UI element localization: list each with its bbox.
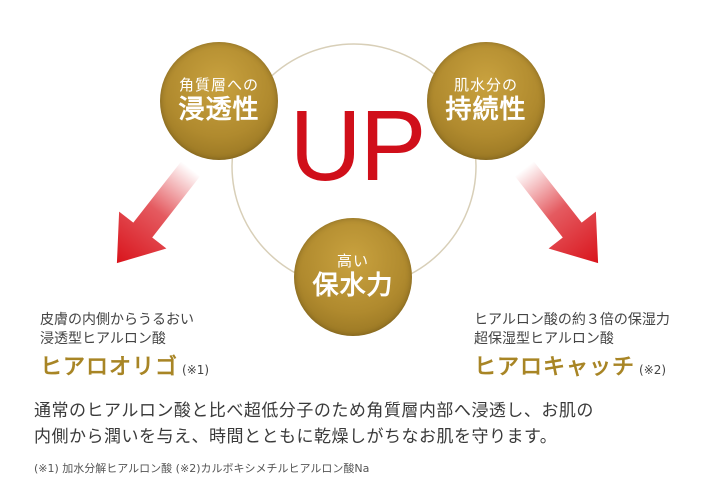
badge-retention-subtitle: 高い <box>336 251 369 270</box>
arrow-down-left-icon <box>116 161 201 264</box>
badge-persistence: 肌水分の 持続性 <box>427 42 545 160</box>
right-description-line2: 超保湿型ヒアルロン酸 <box>474 330 614 347</box>
badge-persistence-subtitle: 肌水分の <box>453 75 518 94</box>
right-description-line1: ヒアルロン酸の約３倍の保湿力 <box>474 312 670 328</box>
body-line2: 内側から潤いを与え、時間とともに乾燥しがちなお肌を守ります。 <box>34 427 558 448</box>
left-description-line2: 浸透型ヒアルロン酸 <box>40 330 166 347</box>
badge-persistence-title: 持続性 <box>445 94 527 125</box>
right-product-note: (※2) <box>639 363 667 377</box>
up-text: UP <box>289 90 427 202</box>
left-product: ヒアロオリゴ(※1) <box>40 349 209 381</box>
right-product: ヒアロキャッチ(※2) <box>474 349 666 381</box>
badge-penetration-title: 浸透性 <box>178 94 260 125</box>
badge-penetration-subtitle: 角質層への <box>178 75 259 94</box>
left-product-name: ヒアロオリゴ <box>40 355 179 380</box>
left-description-line1: 皮膚の内側からうるおい <box>40 312 194 328</box>
badge-retention-title: 保水力 <box>312 270 394 301</box>
left-product-note: (※1) <box>182 363 210 377</box>
right-description: ヒアルロン酸の約３倍の保湿力 超保湿型ヒアルロン酸 <box>474 311 670 349</box>
arrow-down-right-icon <box>514 161 599 264</box>
footnote: (※1) 加水分解ヒアルロン酸 (※2)カルボキシメチルヒアルロン酸Na <box>34 462 370 475</box>
body-paragraph: 通常のヒアルロン酸と比べ超低分子のため角質層内部へ浸透し、お肌の 内側から潤いを… <box>34 398 694 451</box>
body-line1: 通常のヒアルロン酸と比べ超低分子のため角質層内部へ浸透し、お肌の <box>34 401 594 421</box>
badge-penetration: 角質層への 浸透性 <box>160 42 278 160</box>
right-product-name: ヒアロキャッチ <box>474 355 636 380</box>
left-description: 皮膚の内側からうるおい 浸透型ヒアルロン酸 <box>40 311 194 349</box>
badge-retention: 高い 保水力 <box>294 218 412 336</box>
